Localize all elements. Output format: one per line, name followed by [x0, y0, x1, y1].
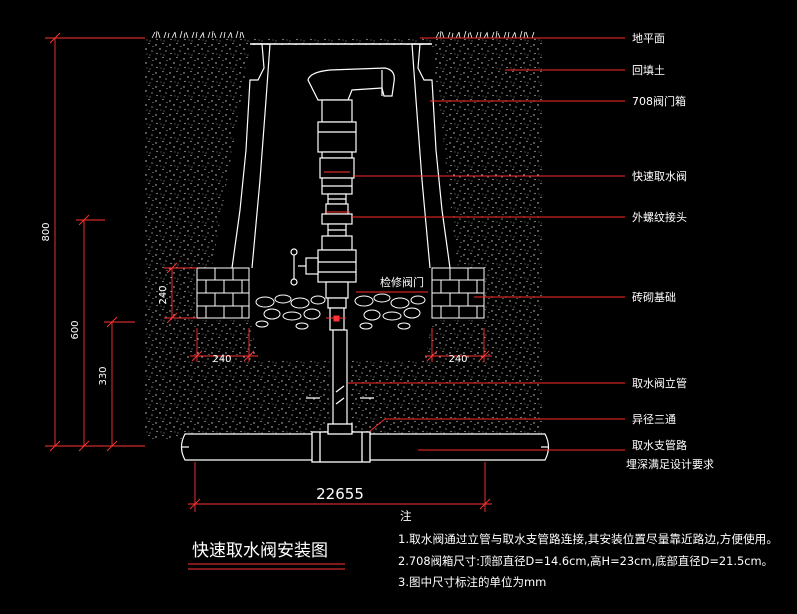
leader-lines: [348, 37, 625, 451]
backfill-soil: [145, 38, 542, 440]
label-branch-pipe: 取水支管路: [632, 438, 687, 452]
dim-240-right: 240: [448, 354, 467, 365]
label-ground: 地平面: [632, 32, 665, 45]
quick-valve-head: [307, 67, 395, 159]
quick-coupling-valve: [319, 157, 355, 205]
label-branch-pipe-depth: 埋深满足设计要求: [626, 458, 714, 471]
red-marks: [324, 171, 350, 322]
label-valve-box: 708阀门箱: [632, 94, 686, 108]
dim-330: 330: [98, 366, 109, 385]
inspection-valve: [290, 235, 357, 331]
label-male-thread: 外螺纹接头: [632, 210, 687, 224]
dim-240-vertical: 240: [158, 285, 169, 304]
note-3: 3.图中尺寸标注的单位为mm: [398, 575, 546, 589]
drawing-title: 快速取水阀安装图: [192, 541, 328, 561]
label-riser: 取水阀立管: [632, 376, 687, 390]
dimension-lines: [45, 32, 492, 512]
label-inspect-valve: 检修阀门: [380, 275, 424, 289]
notes-heading: 注: [400, 509, 412, 523]
note-1: 1.取水阀通过立管与取水支管路连接,其安装位置尽量靠近路边,方便使用。: [398, 532, 778, 546]
dim-width-total: 22655: [316, 485, 364, 503]
gravel-bed: [255, 293, 426, 330]
grass-tufts: [151, 30, 535, 39]
note-2: 2.708阀箱尺寸:顶部直径D=14.6cm,高H=23cm,底部直径D=21.…: [398, 554, 773, 568]
male-thread-joint: [321, 203, 353, 237]
valve-box-708: [231, 43, 451, 269]
dim-240-left: 240: [212, 354, 231, 365]
brick-base-left: [196, 267, 250, 319]
label-reducer-tee: 异径三通: [632, 413, 676, 426]
dim-600: 600: [70, 320, 81, 339]
label-backfill: 回填土: [632, 63, 665, 77]
dim-800: 800: [41, 222, 52, 241]
reducer-tee: [311, 423, 371, 463]
label-brick-base: 砖砌基础: [632, 290, 676, 304]
label-quick-valve: 快速取水阀: [632, 169, 687, 183]
brick-base-right: [431, 267, 485, 319]
